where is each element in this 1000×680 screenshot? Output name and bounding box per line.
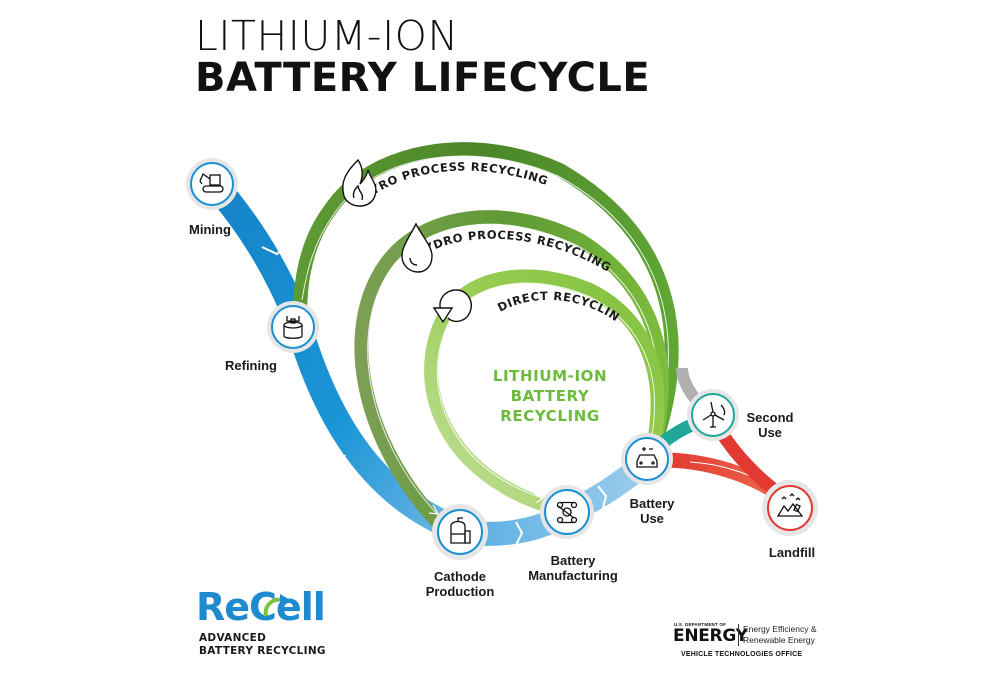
title-line-2: BATTERY LIFECYCLE <box>195 55 651 101</box>
doe-department-text: U.S. DEPARTMENT OF <box>674 622 727 627</box>
label-battery-use: Battery Use <box>622 496 682 526</box>
center-label-line-1: LITHIUM-ION <box>492 367 608 385</box>
label-battery-use-line-2: Use <box>640 511 664 526</box>
label-battery-manufacturing: Battery Manufacturing <box>518 553 628 583</box>
label-refining: Refining <box>225 358 277 373</box>
pyro-flow-line <box>301 155 669 446</box>
label-cathode-line-1: Cathode <box>434 569 486 584</box>
crucible-icon <box>283 316 303 339</box>
landfill-icon <box>776 493 804 517</box>
label-mining: Mining <box>189 222 231 237</box>
doe-energy-text: ENERGY <box>673 626 748 646</box>
center-label-line-2: BATTERY <box>510 387 590 405</box>
node-battery-use[interactable] <box>621 433 673 485</box>
recell-wordmark: ReCell <box>196 585 326 629</box>
tanks-icon <box>450 517 471 544</box>
node-landfill[interactable] <box>762 480 818 536</box>
circular-arrow-icon <box>432 289 472 324</box>
label-manufacturing-line-2: Manufacturing <box>528 568 618 583</box>
label-landfill: Landfill <box>768 545 816 560</box>
direct-flow-arrow <box>534 493 545 504</box>
recell-tagline-line-2: BATTERY RECYCLING <box>199 645 326 657</box>
hydro-recycling-loop <box>354 210 669 530</box>
flow-chevron <box>261 241 291 256</box>
label-second-use: Second Use <box>742 410 798 440</box>
wind-turbine-icon <box>702 401 726 428</box>
node-mining[interactable] <box>186 158 238 210</box>
label-cathode-line-2: Production <box>425 584 495 599</box>
label-manufacturing-line-1: Battery <box>550 553 596 568</box>
direct-recycling-loop <box>424 269 665 512</box>
doe-eere-line-2: Renewable Energy <box>743 635 815 645</box>
label-second-use-line-2: Use <box>758 425 782 440</box>
flow-chevron <box>515 521 524 546</box>
doe-eere-line-1: Energy Efficiency & <box>743 624 817 634</box>
recell-arrow-icon <box>263 594 290 617</box>
flow-chevron <box>597 485 608 509</box>
pyro-flow-arrow <box>416 159 427 169</box>
hydro-flow-arrow <box>428 504 440 515</box>
doe-eere-text: Energy Efficiency & Renewable Energy <box>743 624 817 646</box>
label-battery-use-line-1: Battery <box>629 496 675 511</box>
recell-tagline: ADVANCED BATTERY RECYCLING <box>199 632 326 658</box>
doe-office-text: VEHICLE TECHNOLOGIES OFFICE <box>681 651 803 658</box>
conveyor-icon <box>556 501 578 524</box>
node-battery-manufacturing[interactable] <box>540 485 594 539</box>
title-line-1: LITHIUM-ION <box>195 12 459 60</box>
center-label: LITHIUM-ION BATTERY RECYCLING <box>470 366 630 426</box>
center-label-line-3: RECYCLING <box>500 407 600 425</box>
label-cathode-production: Cathode Production <box>420 569 500 599</box>
excavator-icon <box>199 173 224 193</box>
node-refining[interactable] <box>267 301 319 353</box>
pyro-recycling-loop <box>293 142 679 455</box>
node-cathode-production[interactable] <box>432 504 488 560</box>
water-drop-icon <box>401 222 433 273</box>
flame-icon <box>342 158 377 207</box>
electric-car-icon <box>636 447 658 468</box>
node-second-use[interactable] <box>687 389 739 441</box>
recell-tagline-line-1: ADVANCED <box>199 632 267 644</box>
direct-flow-line <box>436 282 656 499</box>
doe-divider <box>738 624 739 646</box>
label-second-use-line-1: Second <box>746 410 794 425</box>
hydro-flow-line <box>367 223 659 516</box>
flow-chevron <box>327 454 346 472</box>
